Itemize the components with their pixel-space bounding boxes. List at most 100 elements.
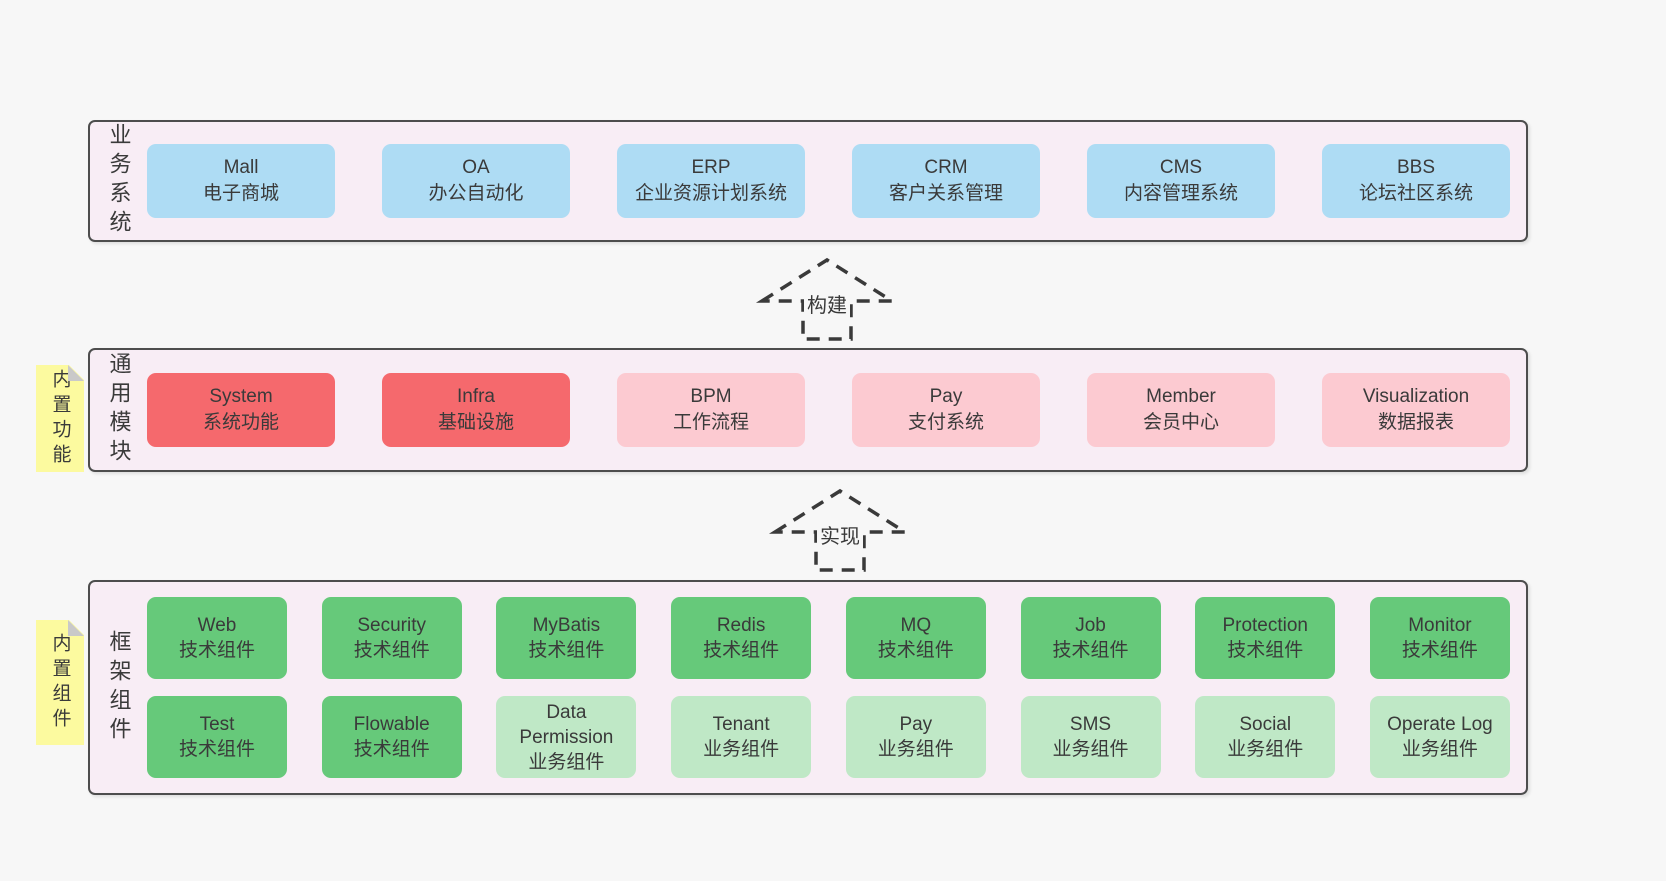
box-title: Visualization bbox=[1362, 386, 1470, 407]
box-subtitle: 技术组件 bbox=[1401, 640, 1478, 661]
box-subtitle: 业务组件 bbox=[1401, 739, 1478, 760]
box-subtitle: 电子商城 bbox=[202, 183, 279, 204]
box-title: Redis bbox=[716, 615, 766, 636]
box-subtitle: 论坛社区系统 bbox=[1358, 183, 1473, 204]
box-web: Web 技术组件 bbox=[147, 597, 287, 679]
box-test: Test 技术组件 bbox=[147, 696, 287, 778]
box-data-permission: Data Permission 业务组件 bbox=[496, 696, 637, 778]
box-title: Web bbox=[197, 615, 237, 636]
box-title: Mall bbox=[223, 157, 259, 178]
box-subtitle: 会员中心 bbox=[1142, 412, 1219, 433]
box-subtitle: 基础设施 bbox=[437, 412, 514, 433]
sticky-note-builtin-features: 内置功能 bbox=[36, 365, 84, 472]
box-crm: CRM 客户关系管理 bbox=[852, 144, 1040, 218]
box-subtitle: 业务组件 bbox=[877, 739, 954, 760]
box-subtitle: 数据报表 bbox=[1377, 412, 1454, 433]
box-subtitle: 支付系统 bbox=[907, 412, 984, 433]
side-label-text: 业务系统 bbox=[106, 123, 132, 239]
section-business-systems: 业务系统 Mall 电子商城 OA 办公自动化 ERP 企业资源计划系统 CRM… bbox=[88, 120, 1528, 242]
box-monitor: Monitor 技术组件 bbox=[1369, 597, 1510, 679]
box-title: Social bbox=[1239, 714, 1292, 735]
box-subtitle: 技术组件 bbox=[703, 640, 780, 661]
box-subtitle: 技术组件 bbox=[353, 739, 430, 760]
box-title: ERP bbox=[691, 157, 731, 178]
sticky-note-text: 内置组件 bbox=[49, 632, 71, 733]
box-cms: CMS 内容管理系统 bbox=[1087, 144, 1275, 218]
box-flowable: Flowable 技术组件 bbox=[321, 696, 462, 778]
box-title: CMS bbox=[1159, 157, 1203, 178]
box-title: Pay bbox=[929, 386, 963, 407]
box-title: Flowable bbox=[353, 714, 430, 735]
box-title: System bbox=[209, 386, 273, 407]
box-title: Operate Log bbox=[1387, 714, 1493, 735]
box-subtitle: 业务组件 bbox=[528, 751, 605, 773]
section-common-modules: 通用模块 System 系统功能 Infra 基础设施 BPM 工作流程 Pay… bbox=[88, 348, 1528, 472]
box-subtitle: 办公自动化 bbox=[428, 183, 524, 204]
section-framework-components: 框架组件 Web 技术组件 Security 技术组件 MyBatis 技术组件… bbox=[88, 580, 1528, 795]
box-subtitle: 技术组件 bbox=[877, 640, 954, 661]
framework-components-grid: Web 技术组件 Security 技术组件 MyBatis 技术组件 Redi… bbox=[147, 582, 1526, 793]
box-title: Tenant bbox=[712, 714, 770, 735]
box-mall: Mall 电子商城 bbox=[147, 144, 335, 218]
box-title: Protection bbox=[1222, 615, 1308, 636]
framework-components-row-1: Web 技术组件 Security 技术组件 MyBatis 技术组件 Redi… bbox=[147, 597, 1510, 679]
arrow-outline bbox=[768, 488, 912, 572]
box-mybatis: MyBatis 技术组件 bbox=[496, 597, 637, 679]
box-subtitle: 业务组件 bbox=[1052, 739, 1129, 760]
box-title: CRM bbox=[924, 157, 968, 178]
box-visualization: Visualization 数据报表 bbox=[1322, 373, 1510, 447]
box-redis: Redis 技术组件 bbox=[671, 597, 812, 679]
arrow-label: 实现 bbox=[820, 525, 860, 548]
box-subtitle: 客户关系管理 bbox=[888, 183, 1003, 204]
box-subtitle: 工作流程 bbox=[672, 412, 749, 433]
box-title: Security bbox=[357, 615, 427, 636]
sticky-note-text: 内置功能 bbox=[49, 368, 71, 469]
box-subtitle: 技术组件 bbox=[1227, 640, 1304, 661]
box-system: System 系统功能 bbox=[147, 373, 335, 447]
box-subtitle: 技术组件 bbox=[528, 640, 605, 661]
box-title: Monitor bbox=[1408, 615, 1472, 636]
box-operate-log: Operate Log 业务组件 bbox=[1369, 696, 1510, 778]
box-social: Social 业务组件 bbox=[1195, 696, 1336, 778]
box-title: BPM bbox=[690, 386, 732, 407]
box-member: Member 会员中心 bbox=[1087, 373, 1275, 447]
box-subtitle: 企业资源计划系统 bbox=[634, 183, 787, 204]
box-oa: OA 办公自动化 bbox=[382, 144, 570, 218]
box-sms: SMS 业务组件 bbox=[1020, 696, 1161, 778]
box-subtitle: 业务组件 bbox=[703, 739, 780, 760]
arrow-build: 构建 bbox=[755, 257, 899, 341]
sticky-note-builtin-components: 内置组件 bbox=[36, 620, 84, 745]
side-label-text: 通用模块 bbox=[106, 352, 132, 468]
common-modules-row: System 系统功能 Infra 基础设施 BPM 工作流程 Pay 支付系统… bbox=[147, 350, 1526, 470]
box-mq: MQ 技术组件 bbox=[845, 597, 986, 679]
box-erp: ERP 企业资源计划系统 bbox=[617, 144, 805, 218]
box-subtitle: 业务组件 bbox=[1227, 739, 1304, 760]
box-title: MQ bbox=[900, 615, 932, 636]
arrow-label-backing bbox=[817, 522, 863, 549]
arrow-label-backing bbox=[804, 291, 850, 318]
box-subtitle: 技术组件 bbox=[353, 640, 430, 661]
box-title: SMS bbox=[1069, 714, 1112, 735]
arrow-label: 构建 bbox=[807, 294, 847, 317]
box-subtitle: 系统功能 bbox=[202, 412, 279, 433]
box-protection: Protection 技术组件 bbox=[1195, 597, 1336, 679]
box-subtitle: 技术组件 bbox=[1052, 640, 1129, 661]
side-label-common-modules: 通用模块 bbox=[90, 350, 147, 470]
side-label-business-systems: 业务系统 bbox=[90, 122, 147, 240]
box-bpm: BPM 工作流程 bbox=[617, 373, 805, 447]
box-pay-component: Pay 业务组件 bbox=[845, 696, 986, 778]
arrow-implement: 实现 bbox=[768, 488, 912, 572]
box-security: Security 技术组件 bbox=[321, 597, 462, 679]
box-tenant: Tenant 业务组件 bbox=[671, 696, 812, 778]
box-title: Data Permission bbox=[519, 701, 614, 748]
box-title: Job bbox=[1075, 615, 1106, 636]
box-bbs: BBS 论坛社区系统 bbox=[1322, 144, 1510, 218]
box-title: BBS bbox=[1396, 157, 1436, 178]
box-title: Pay bbox=[899, 714, 933, 735]
box-title: Member bbox=[1146, 386, 1216, 407]
box-title: OA bbox=[462, 157, 490, 178]
box-job: Job 技术组件 bbox=[1020, 597, 1161, 679]
box-pay-system: Pay 支付系统 bbox=[852, 373, 1040, 447]
box-infra: Infra 基础设施 bbox=[382, 373, 570, 447]
box-title: Infra bbox=[456, 386, 496, 407]
